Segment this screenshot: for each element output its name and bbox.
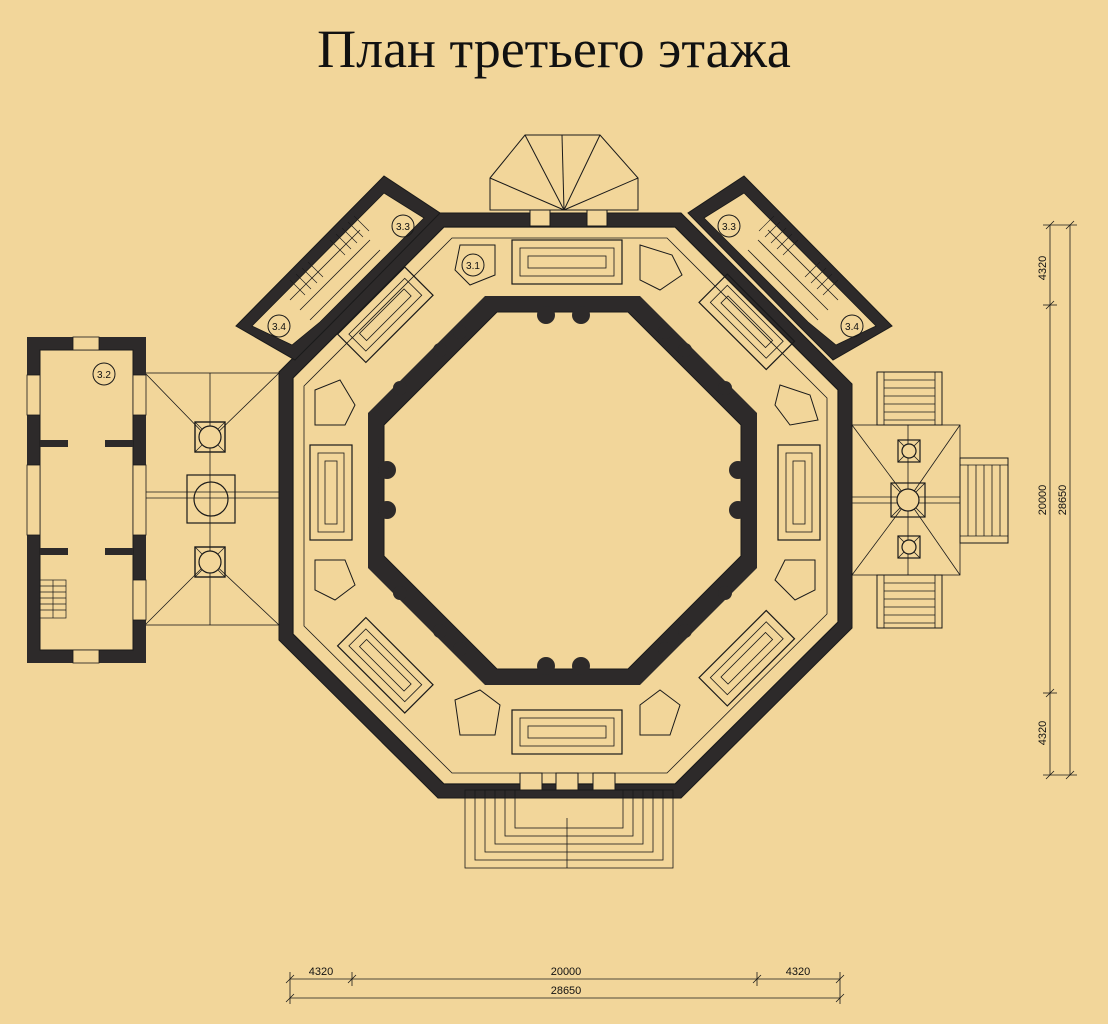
room-tag-3-4-right: 3.4	[840, 314, 864, 338]
room-tags: 3.1 3.2 3.3 3.3 3.4 3.4	[92, 214, 864, 386]
room-tag-3-1: 3.1	[461, 253, 485, 277]
svg-text:3.1: 3.1	[466, 261, 480, 272]
svg-text:3.3: 3.3	[722, 222, 736, 233]
stair-wing-left	[235, 175, 441, 361]
svg-text:3.3: 3.3	[396, 222, 410, 233]
dimension-chain-right	[1043, 220, 1077, 780]
room-tag-3-4-left: 3.4	[267, 314, 291, 338]
dimension-bottom-core: 20000	[551, 966, 582, 978]
dimension-right-top-wing: 4320	[1037, 256, 1049, 280]
inner-ring-columns	[378, 306, 747, 675]
dimension-right-core: 20000	[1037, 485, 1049, 516]
dimension-bottom-right-wing: 4320	[786, 966, 810, 978]
floor-panels	[309, 239, 821, 755]
octagon-hall	[278, 212, 853, 799]
room-tag-3-3-right: 3.3	[717, 214, 741, 238]
dimension-chain-bottom	[285, 972, 845, 1004]
left-building	[26, 336, 147, 664]
dimension-bottom-left-wing: 4320	[309, 966, 333, 978]
top-fan-roof	[489, 134, 639, 227]
dimension-bottom-overall: 28650	[551, 985, 582, 997]
svg-text:3.4: 3.4	[845, 322, 859, 333]
room-tag-3-2: 3.2	[92, 362, 116, 386]
dimension-right-bottom-wing: 4320	[1037, 721, 1049, 745]
bottom-stairs	[464, 772, 674, 869]
dimension-right-overall: 28650	[1057, 485, 1069, 516]
room-tag-3-3-left: 3.3	[391, 214, 415, 238]
right-portico	[851, 371, 1009, 629]
svg-text:3.4: 3.4	[272, 322, 286, 333]
svg-text:3.2: 3.2	[97, 370, 111, 381]
left-portico	[144, 372, 280, 626]
page-title: План третьего этажа	[317, 19, 791, 79]
